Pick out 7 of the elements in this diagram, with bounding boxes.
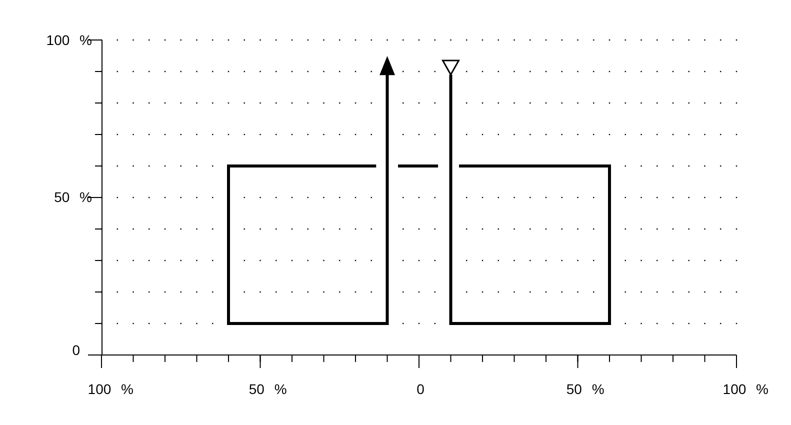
tick-label: 50 % bbox=[54, 190, 92, 204]
tick-label: 0 bbox=[416, 382, 424, 396]
tick-label: 50 % bbox=[248, 382, 287, 396]
tick-label: 50 % bbox=[566, 382, 604, 396]
tick-label: 0 bbox=[72, 343, 80, 357]
tick-label: 100 % bbox=[88, 382, 134, 396]
tick-label: 100 % bbox=[722, 382, 768, 396]
